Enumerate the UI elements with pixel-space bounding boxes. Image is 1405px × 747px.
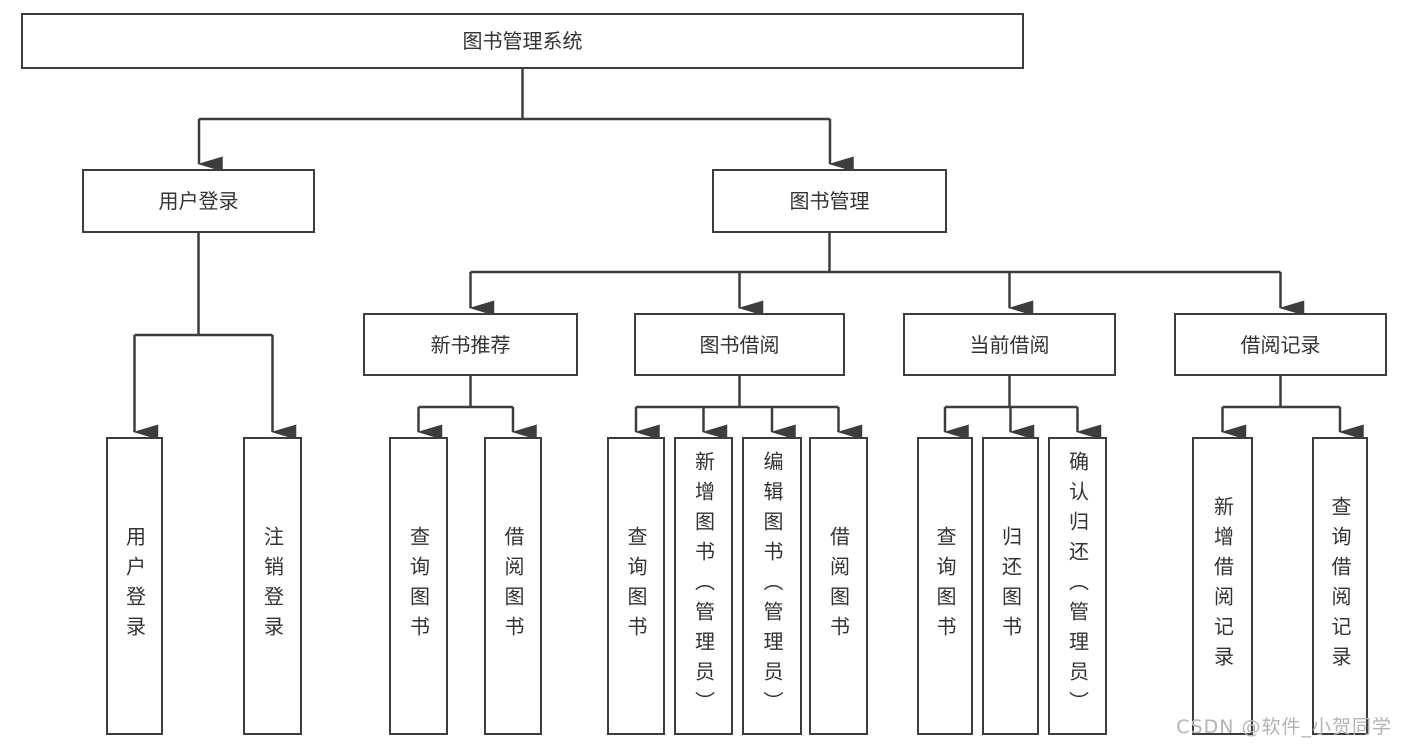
node-label: 借阅记录 <box>1240 332 1321 357</box>
node-label: 借阅图书 <box>826 526 851 646</box>
node-user-login: 用户登录 <box>82 169 315 233</box>
leaf-borrow-books-1: 借阅图书 <box>484 437 542 735</box>
node-label: 当前借阅 <box>969 332 1050 357</box>
watermark: CSDN @软件_小贺同学 <box>1176 716 1392 738</box>
node-label: 查询图书 <box>933 526 957 646</box>
leaf-user-login: 用户登录 <box>106 437 163 735</box>
node-borrow-records: 借阅记录 <box>1174 313 1387 376</box>
leaf-edit-books-admin: 编辑图书（管理员） <box>742 437 802 735</box>
node-label: 用户登录 <box>158 189 239 213</box>
node-current-borrow: 当前借阅 <box>903 313 1116 376</box>
node-label: 确认归还（管理员） <box>1065 451 1090 721</box>
leaf-query-books-2: 查询图书 <box>607 437 665 735</box>
leaf-return-books: 归还图书 <box>982 437 1039 735</box>
node-label: 借阅图书 <box>501 526 525 646</box>
leaf-logout: 注销登录 <box>243 437 302 735</box>
leaf-add-borrow-record: 新增借阅记录 <box>1192 437 1253 735</box>
node-label: 新增图书（管理员） <box>691 451 716 721</box>
node-label: 归还图书 <box>998 526 1023 646</box>
node-label: 注销登录 <box>260 526 285 646</box>
node-root: 图书管理系统 <box>21 13 1024 69</box>
node-label: 查询借阅记录 <box>1328 496 1352 676</box>
leaf-borrow-books-2: 借阅图书 <box>809 437 868 735</box>
node-label: 新增借阅记录 <box>1210 496 1235 676</box>
node-label: 用户登录 <box>122 526 147 646</box>
node-book-management: 图书管理 <box>712 169 947 233</box>
node-label: 图书管理系统 <box>462 29 583 53</box>
node-book-borrow: 图书借阅 <box>634 313 845 376</box>
leaf-query-books-1: 查询图书 <box>389 437 448 735</box>
node-label: 编辑图书（管理员） <box>760 451 784 721</box>
node-new-book-recommend: 新书推荐 <box>363 313 578 376</box>
leaf-confirm-return-admin: 确认归还（管理员） <box>1048 437 1107 735</box>
node-label: 新书推荐 <box>430 332 511 357</box>
node-label: 查询图书 <box>624 526 648 646</box>
node-label: 图书借阅 <box>699 332 780 357</box>
node-label: 图书管理 <box>789 189 870 213</box>
leaf-query-books-3: 查询图书 <box>917 437 973 735</box>
leaf-query-borrow-record: 查询借阅记录 <box>1312 437 1368 735</box>
node-label: 查询图书 <box>406 526 431 646</box>
leaf-add-books-admin: 新增图书（管理员） <box>674 437 733 735</box>
